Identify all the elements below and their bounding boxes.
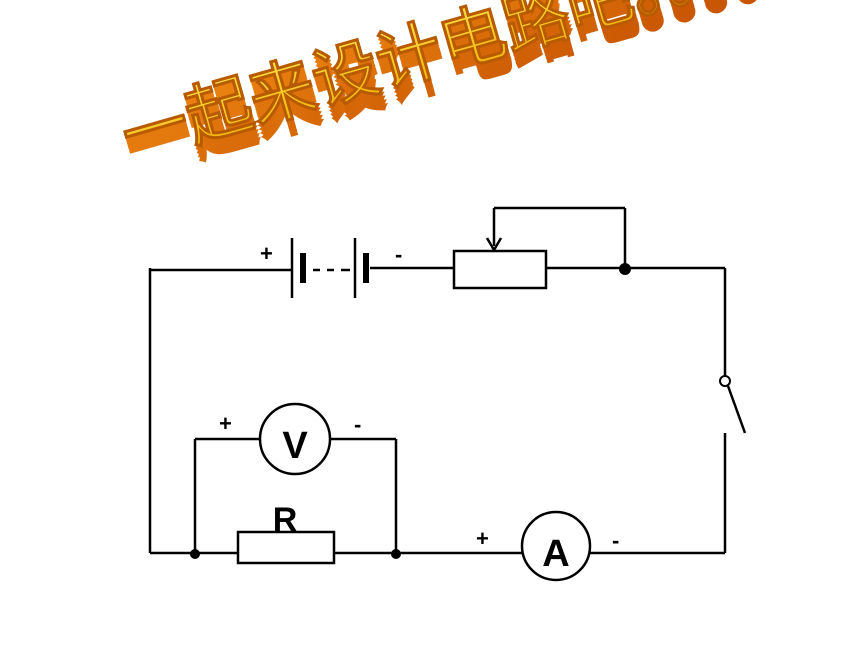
battery-minus-label: - bbox=[395, 242, 402, 267]
junction-left bbox=[190, 549, 200, 559]
circuit-wires bbox=[148, 206, 727, 555]
voltmeter-label: V bbox=[282, 425, 308, 467]
ammeter-label: A bbox=[542, 533, 569, 575]
switch bbox=[719, 375, 747, 434]
junction-top bbox=[619, 263, 631, 275]
rheostat-body bbox=[452, 249, 548, 290]
ammeter-minus-label: - bbox=[612, 528, 619, 553]
battery bbox=[290, 238, 369, 298]
ammeter-plus-label: + bbox=[476, 526, 489, 551]
ammeter bbox=[520, 510, 592, 582]
resistor-r bbox=[236, 530, 336, 565]
resistor-label: R bbox=[273, 501, 298, 539]
voltmeter-minus-label: - bbox=[354, 412, 361, 437]
battery-plus-label: + bbox=[260, 241, 273, 266]
rheostat-slider-arrow bbox=[485, 237, 503, 253]
junction-right bbox=[391, 549, 401, 559]
title-wordart: 一起来设计电路吧。。。。 一起来设计电路吧。。。。 一起来设计电路吧。。。。 一… bbox=[113, 0, 805, 191]
voltmeter bbox=[258, 402, 332, 476]
voltmeter-plus-label: + bbox=[219, 411, 232, 436]
